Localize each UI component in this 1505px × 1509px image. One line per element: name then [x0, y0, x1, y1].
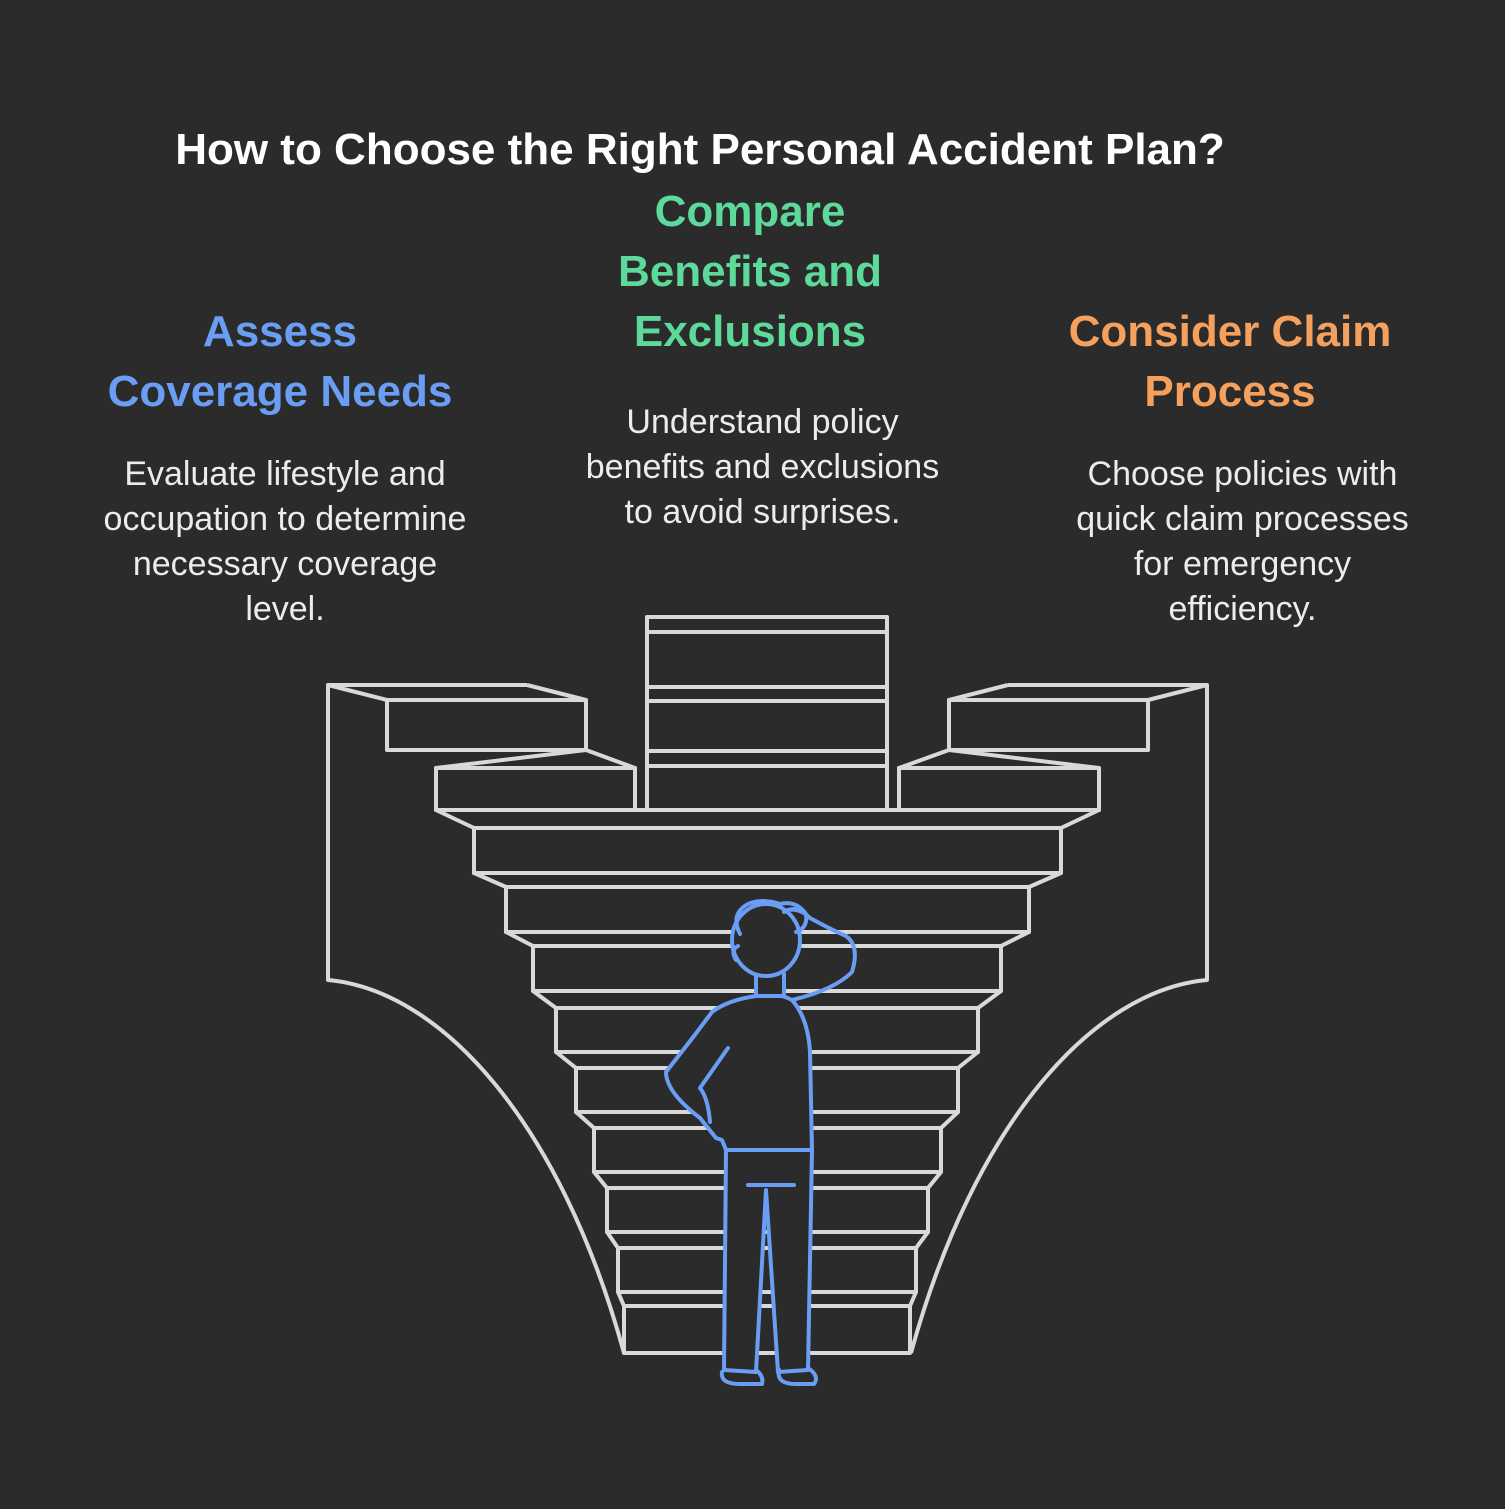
step-heading-assess: Assess Coverage Needs [107, 307, 453, 416]
step-description-claim: Choose policies with quick claim process… [1076, 455, 1409, 628]
step-description-compare: Understand policy benefits and exclusion… [585, 403, 940, 531]
step-heading-claim: Consider Claim Process [1068, 307, 1392, 416]
step-heading-compare: Compare Benefits and Exclusions [617, 187, 883, 356]
thinking-person-icon [664, 899, 857, 1386]
step-description-assess: Evaluate lifestyle and occupation to det… [103, 455, 467, 628]
page-title: How to Choose the Right Personal Acciden… [175, 125, 1225, 174]
